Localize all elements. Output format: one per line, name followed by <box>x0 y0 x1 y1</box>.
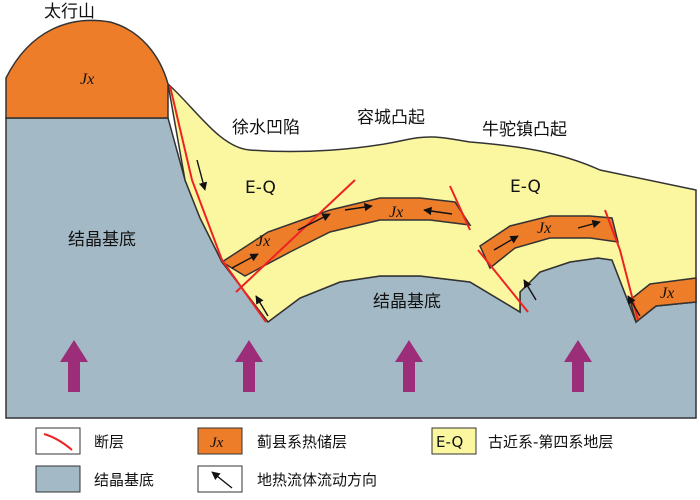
flow-arrow <box>344 202 373 212</box>
heat-arrow <box>564 340 592 392</box>
flow-arrow <box>577 219 601 229</box>
label-niutuozhen: 牛驼镇凸起 <box>482 120 567 140</box>
flow-arrow <box>196 159 208 191</box>
flow-arrow <box>627 295 641 317</box>
label-jx-mountain: Jx <box>80 71 94 88</box>
label-taihang: 太行山 <box>44 2 95 22</box>
legend-fault-icon <box>43 433 73 451</box>
legend-jx-label: 蓟县系热储层 <box>257 433 347 451</box>
legend-jx-swatch-text: Jx <box>210 435 224 451</box>
jx-mountain <box>5 19 169 119</box>
label-jx-right2: Jx <box>660 285 674 302</box>
legend-fault-label: 断层 <box>94 433 124 451</box>
label-jx-left: Jx <box>256 233 270 250</box>
legend-basement-swatch <box>35 465 81 493</box>
jx-band-right <box>629 277 697 324</box>
label-jx-middle: Jx <box>389 204 403 221</box>
label-basement-left: 结晶基底 <box>68 230 136 250</box>
fault-line <box>477 249 529 313</box>
jx-band-left <box>220 197 472 277</box>
label-jx-right1: Jx <box>537 220 551 237</box>
flow-arrow <box>523 279 537 301</box>
label-eq-left: E-Q <box>245 178 276 198</box>
fault-line <box>169 85 267 323</box>
legend-eq-swatch <box>431 427 477 455</box>
legend: 断层 Jx 蓟县系热储层 E-Q 古近系-第四系地层 结晶基底 地热流体流动方向 <box>35 427 613 493</box>
flow-arrow <box>255 295 269 317</box>
legend-jx-swatch <box>197 427 243 455</box>
legend-eq-swatch-text: E-Q <box>436 433 463 451</box>
heat-arrow <box>395 340 423 392</box>
fault-line <box>235 179 356 293</box>
legend-flow-icon <box>211 471 233 489</box>
heat-arrows <box>60 340 592 392</box>
label-eq-right: E-Q <box>510 177 541 197</box>
flow-arrow <box>231 253 259 269</box>
heat-arrow <box>235 340 263 392</box>
label-xushui: 徐水凹陷 <box>232 118 300 138</box>
label-rongcheng: 容城凸起 <box>357 108 425 128</box>
flow-arrow <box>493 235 519 251</box>
flow-arrow <box>423 206 453 216</box>
label-basement-right: 结晶基底 <box>373 292 441 312</box>
flow-arrow <box>297 213 331 231</box>
legend-eq-label: 古近系-第四系地层 <box>488 433 613 451</box>
legend-basement-label: 结晶基底 <box>94 471 154 489</box>
heat-arrow <box>60 340 88 392</box>
legend-flow-label: 地热流体流动方向 <box>257 471 377 489</box>
fault-line <box>449 185 471 231</box>
flow-arrows <box>196 159 641 317</box>
